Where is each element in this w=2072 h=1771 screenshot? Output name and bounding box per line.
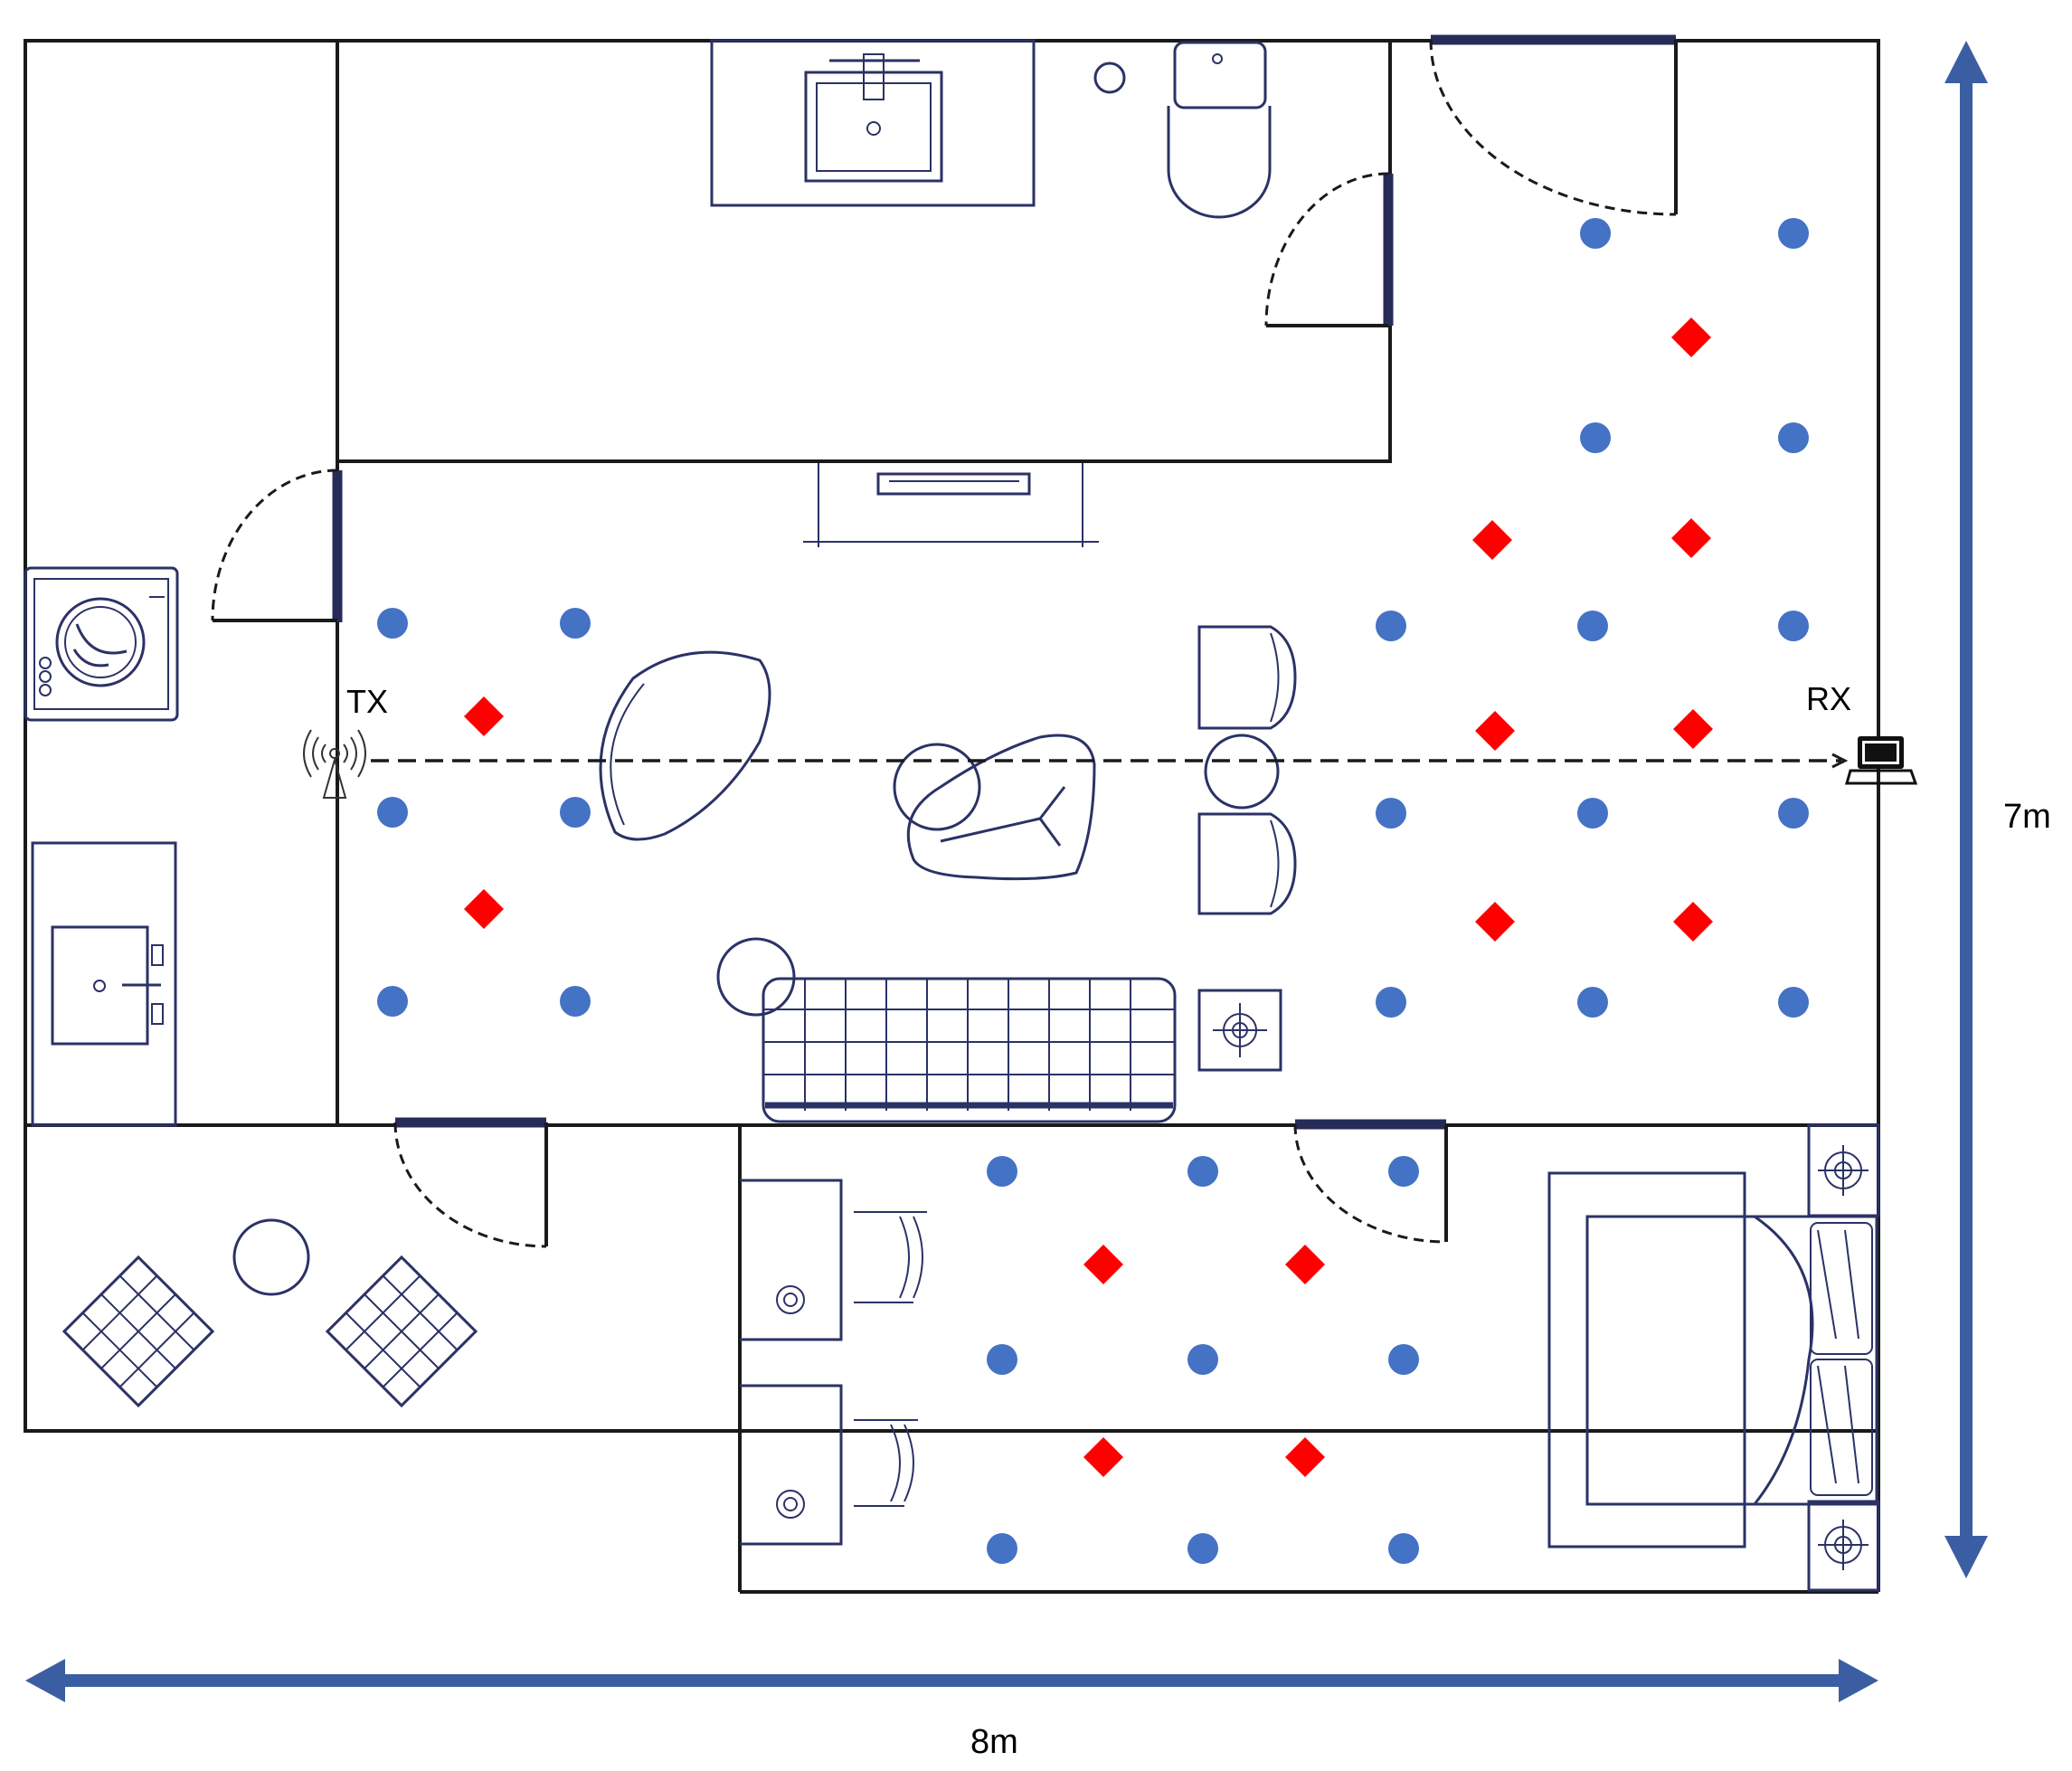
doors <box>211 34 1678 1248</box>
balcony-chair-right <box>325 1255 478 1408</box>
red-point <box>1083 1245 1123 1284</box>
lounge-chair <box>599 650 771 841</box>
blue-point <box>1778 422 1809 453</box>
blue-measurement-points <box>377 218 1809 1564</box>
coffee-table <box>906 734 1096 881</box>
nightstand-top <box>1807 1123 1880 1217</box>
furniture <box>24 39 1880 1592</box>
blue-point <box>1376 611 1406 641</box>
blue-point <box>1580 218 1611 249</box>
blue-point <box>560 608 591 639</box>
blue-point <box>377 608 408 639</box>
red-point <box>1671 317 1711 357</box>
blue-point <box>1778 218 1809 249</box>
bathroom-sink <box>710 39 1036 207</box>
red-point <box>1475 711 1515 751</box>
rx-label: RX <box>1806 680 1851 717</box>
los-arrowhead <box>1831 753 1849 769</box>
blue-point <box>987 1344 1017 1375</box>
red-measurement-points <box>464 317 1713 1477</box>
walls <box>24 39 1880 1594</box>
red-point <box>1671 518 1711 558</box>
floor-lamp <box>1197 989 1282 1072</box>
blue-point <box>1577 798 1608 829</box>
red-point <box>464 696 504 736</box>
blue-point <box>1778 987 1809 1018</box>
height-dimension-arrow <box>1944 41 1988 1578</box>
blue-point <box>1778 798 1809 829</box>
blue-point <box>1187 1344 1218 1375</box>
blue-point <box>987 1156 1017 1187</box>
blue-point <box>1376 798 1406 829</box>
red-point <box>1285 1245 1325 1284</box>
blue-point <box>377 797 408 828</box>
balcony-chair-left <box>61 1255 215 1408</box>
blue-point <box>1376 987 1406 1018</box>
radio-tower-icon <box>303 729 366 799</box>
desk-bottom <box>740 1384 918 1546</box>
nightstand-bottom <box>1807 1500 1880 1592</box>
blue-point <box>1580 422 1611 453</box>
blue-point <box>1388 1533 1419 1564</box>
laptop-icon <box>1845 736 1918 785</box>
blue-point <box>377 986 408 1017</box>
red-point <box>1285 1437 1325 1477</box>
desk-top <box>740 1179 927 1341</box>
blue-point <box>560 797 591 828</box>
blue-point <box>1577 611 1608 641</box>
blue-point <box>560 986 591 1017</box>
height-label: 7m <box>2003 798 2051 836</box>
blue-point <box>987 1533 1017 1564</box>
dining-set <box>1197 625 1297 915</box>
tv-stand <box>803 463 1099 547</box>
red-point <box>1083 1437 1123 1477</box>
shower-drain <box>1093 62 1126 94</box>
blue-point <box>1388 1344 1419 1375</box>
blue-point <box>1388 1156 1419 1187</box>
red-point <box>1673 709 1713 749</box>
blue-point <box>1577 987 1608 1018</box>
toilet <box>1167 41 1272 219</box>
bed <box>1547 1171 1878 1548</box>
red-point <box>464 889 504 929</box>
red-point <box>1472 520 1512 560</box>
washing-machine <box>24 566 179 722</box>
blue-point <box>1778 611 1809 641</box>
kitchen-sink <box>31 841 177 1127</box>
balcony-table <box>232 1218 310 1296</box>
sofa <box>762 977 1177 1123</box>
tx-label: TX <box>346 683 388 720</box>
red-point <box>1475 902 1515 942</box>
width-dimension-arrow <box>25 1659 1878 1702</box>
red-point <box>1673 902 1713 942</box>
round-stool <box>893 743 981 831</box>
blue-point <box>1187 1533 1218 1564</box>
side-table <box>716 937 796 1017</box>
width-label: 8m <box>970 1723 1018 1761</box>
blue-point <box>1187 1156 1218 1187</box>
